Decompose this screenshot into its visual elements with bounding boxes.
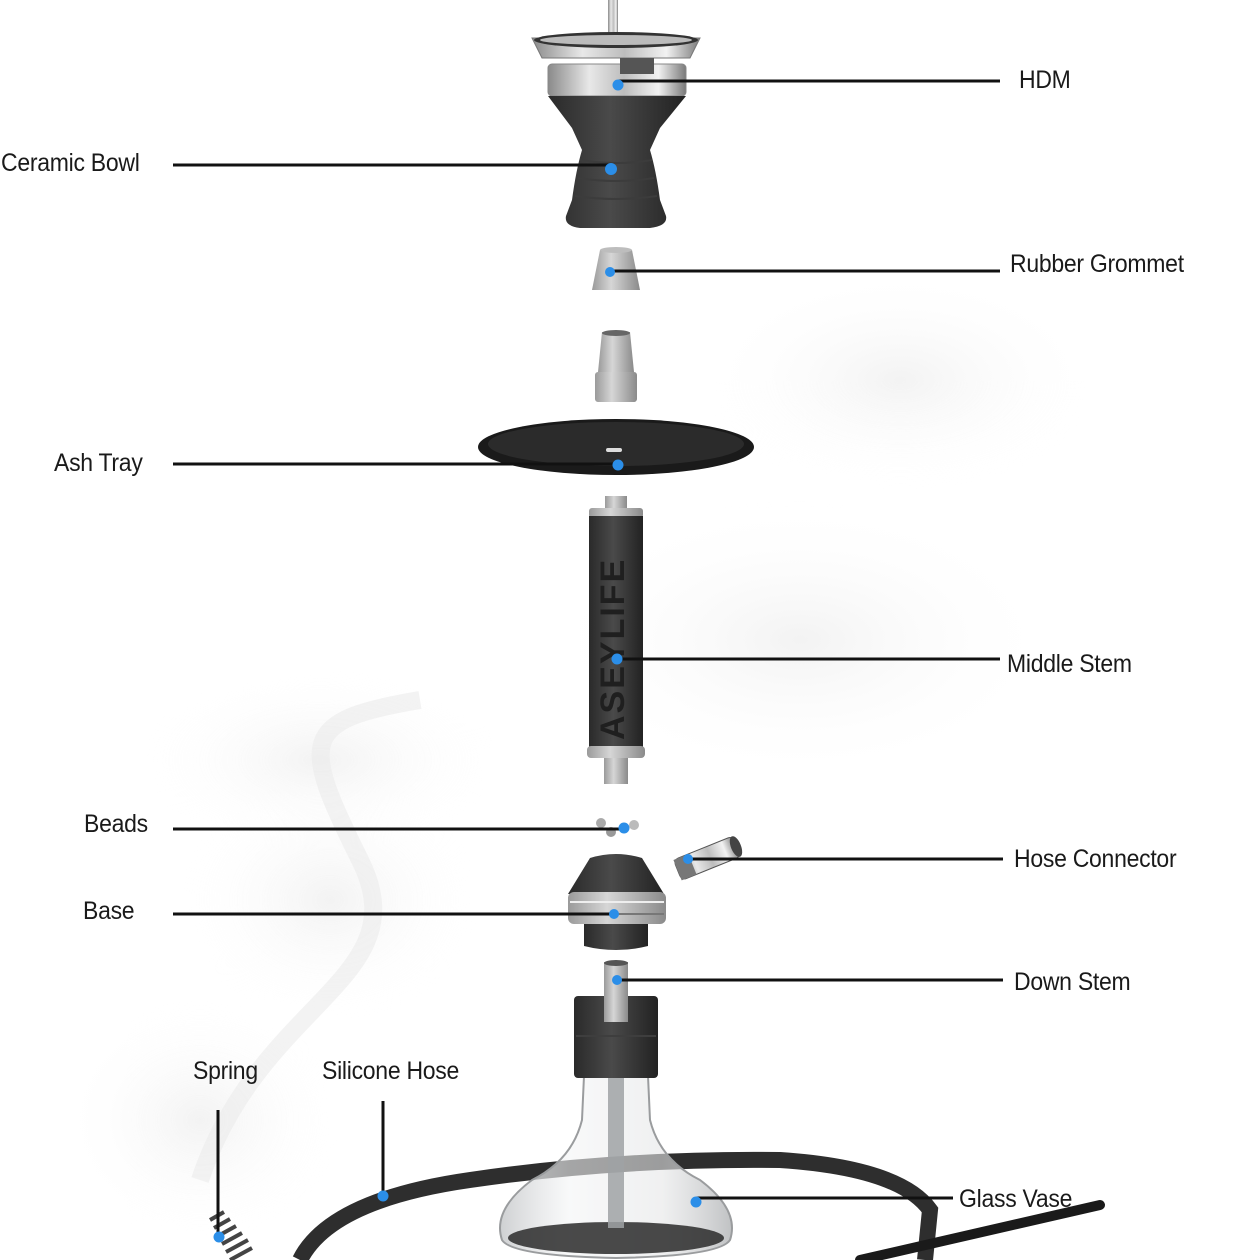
ceramic-bowl-part <box>548 96 686 228</box>
marker-dots <box>213 79 702 1243</box>
marker-ash-tray <box>612 459 624 471</box>
marker-middle-stem <box>611 653 623 665</box>
ash-tray-part <box>478 419 754 475</box>
middle-stem-part: ASEYLIFE <box>587 496 645 784</box>
label-beads: Beads <box>84 810 148 838</box>
label-hdm: HDM <box>1019 66 1071 94</box>
marker-silicone-hose <box>377 1190 389 1202</box>
base-part <box>568 854 666 950</box>
smoke-background <box>60 270 1100 1240</box>
label-rubber-grommet: Rubber Grommet <box>1010 250 1184 278</box>
down-stem-part <box>604 960 628 1228</box>
marker-ceramic-bowl <box>605 163 617 175</box>
beads-part <box>596 818 639 837</box>
marker-spring <box>213 1231 225 1243</box>
label-spring: Spring <box>193 1057 258 1085</box>
label-silicone-hose: Silicone Hose <box>322 1057 460 1085</box>
marker-hdm <box>612 79 624 91</box>
label-hose-connector: Hose Connector <box>1014 845 1177 873</box>
brand-mark: ASEYLIFE <box>594 558 632 740</box>
marker-down-stem <box>612 975 622 985</box>
marker-base <box>609 909 619 919</box>
marker-glass-vase <box>690 1196 702 1208</box>
label-ceramic-bowl: Ceramic Bowl <box>1 149 140 177</box>
label-base: Base <box>83 897 135 925</box>
marker-rubber-grommet <box>605 267 615 277</box>
label-ash-tray: Ash Tray <box>54 449 143 477</box>
bowl-adapter-part <box>595 330 637 402</box>
label-down-stem: Down Stem <box>1014 968 1131 996</box>
rubber-grommet-part <box>592 247 640 290</box>
marker-beads <box>618 822 630 834</box>
marker-hose-connector <box>683 854 693 864</box>
leader-lines <box>173 79 1003 1238</box>
label-glass-vase: Glass Vase <box>959 1185 1073 1213</box>
label-middle-stem: Middle Stem <box>1007 650 1132 678</box>
